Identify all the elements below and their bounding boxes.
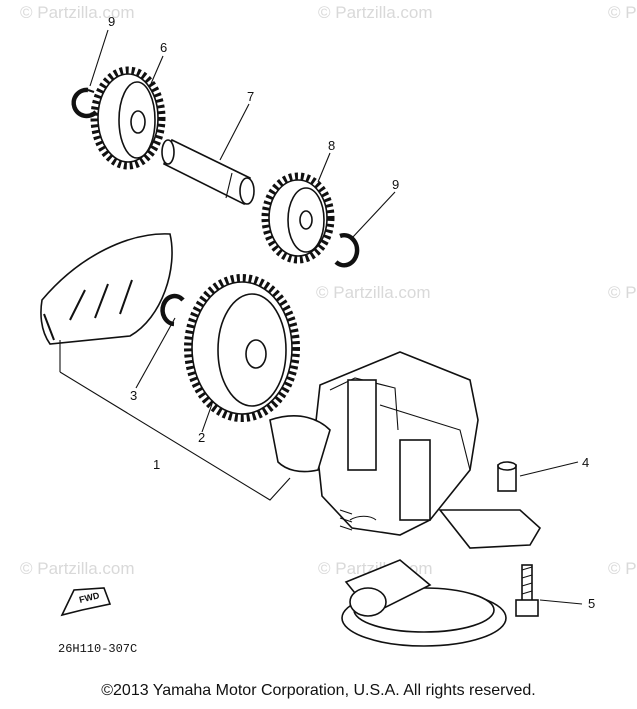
watermark-text: © Partzilla.com [20, 3, 135, 22]
oil-pump-body [269, 351, 542, 647]
gear-part-8 [261, 172, 335, 264]
leader-lines [89, 29, 583, 605]
watermark-text: © Partzilla.com [608, 559, 637, 578]
group-bracket [59, 340, 291, 501]
watermark-text: © Partzilla.com [318, 3, 433, 22]
watermark-text: © Partzilla.com [608, 283, 637, 302]
diagram-code: 26H110-307C [58, 642, 137, 656]
watermark-layer: © Partzilla.com © Partzilla.com © Partzi… [20, 3, 637, 578]
callout-8: 8 [328, 138, 335, 153]
callout-7: 7 [247, 89, 254, 104]
circlip-part-3 [160, 293, 185, 327]
callout-3: 3 [130, 388, 137, 403]
watermark-text: © Partzilla.com [608, 3, 637, 22]
callout-1: 1 [153, 457, 160, 472]
fwd-label: FWD [78, 590, 101, 605]
shaft-part-7 [161, 138, 255, 206]
callout-6: 6 [160, 40, 167, 55]
callout-4: 4 [582, 455, 589, 470]
pump-cover [40, 233, 173, 345]
forward-arrow-icon: FWD [60, 587, 112, 617]
gear-part-2 [184, 274, 300, 422]
callout-9-upper: 9 [108, 14, 115, 29]
circlip-part-9-right [334, 233, 360, 268]
callout-9-right: 9 [392, 177, 399, 192]
dowel-part-4 [497, 461, 517, 492]
watermark-text: © Partzilla.com [20, 559, 135, 578]
callouts: 9 6 7 8 9 3 2 1 4 5 [108, 14, 595, 611]
callout-2: 2 [198, 430, 205, 445]
callout-5: 5 [588, 596, 595, 611]
gear-part-6 [90, 66, 166, 170]
bolt-part-5 [515, 564, 539, 617]
circlip-part-9-upper [71, 87, 98, 119]
copyright-text: ©2013 Yamaha Motor Corporation, U.S.A. A… [101, 682, 536, 699]
watermark-text: © Partzilla.com [316, 283, 431, 302]
